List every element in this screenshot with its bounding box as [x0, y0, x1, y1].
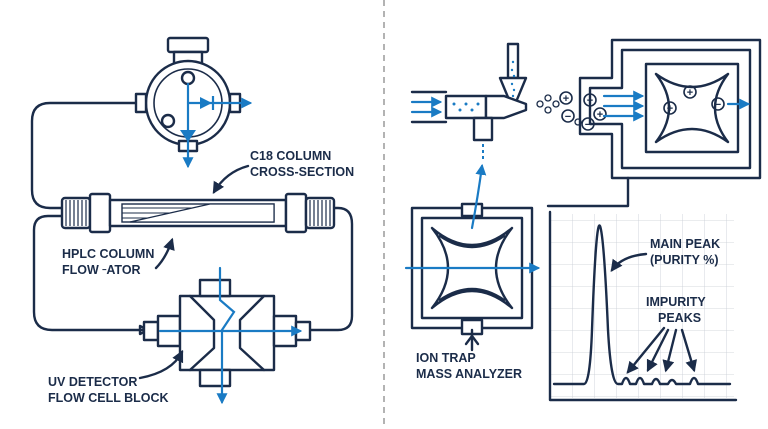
ion-symbol: + — [687, 87, 693, 99]
ion-symbol: − — [565, 111, 571, 123]
right-panel: + − + + − + + — [404, 38, 762, 402]
ion-trap-label-line1: ION TRAP — [416, 351, 476, 365]
c18-label-line1: C18 COLUMN — [250, 149, 331, 163]
uv-label-line2: FLOW CELL BLOCK — [48, 391, 169, 405]
ion-trap-mass-analyzer — [404, 163, 541, 352]
upper-ion-trap: + + − — [546, 38, 762, 208]
esi-source — [410, 42, 528, 160]
main-peak-label-line2: (PURITY %) — [650, 253, 719, 267]
uv-label-line1: UV DETECTOR — [48, 375, 137, 389]
tubing-loop — [30, 101, 354, 332]
hplc-label-line2: FLOW╶ATOR — [62, 263, 141, 277]
ion-symbol: − — [715, 99, 721, 111]
ion-symbol: + — [597, 109, 603, 121]
impurity-label-line1: IMPURITY — [646, 295, 706, 309]
ion-symbol: − — [585, 119, 591, 131]
hplc-label-line1: HPLC COLUMN — [62, 247, 154, 261]
left-panel: C18 COLUMN CROSS-SECTION HPLC COLUMN FLO… — [30, 36, 354, 405]
uv-detector-flow-cell — [142, 266, 312, 405]
chromatogram — [548, 210, 738, 402]
ion-trap-label-line2: MASS ANALYZER — [416, 367, 522, 381]
chromatogram-trace — [552, 224, 732, 386]
ion-symbol: + — [563, 93, 569, 105]
injection-valve — [134, 36, 253, 169]
ion-symbol: + — [667, 103, 673, 115]
main-peak-label-line1: MAIN PEAK — [650, 237, 720, 251]
hplc-column — [60, 192, 336, 234]
c18-label-line2: CROSS-SECTION — [250, 165, 354, 179]
impurity-label-line2: PEAKS — [658, 311, 701, 325]
impurity-arrows — [626, 326, 697, 374]
